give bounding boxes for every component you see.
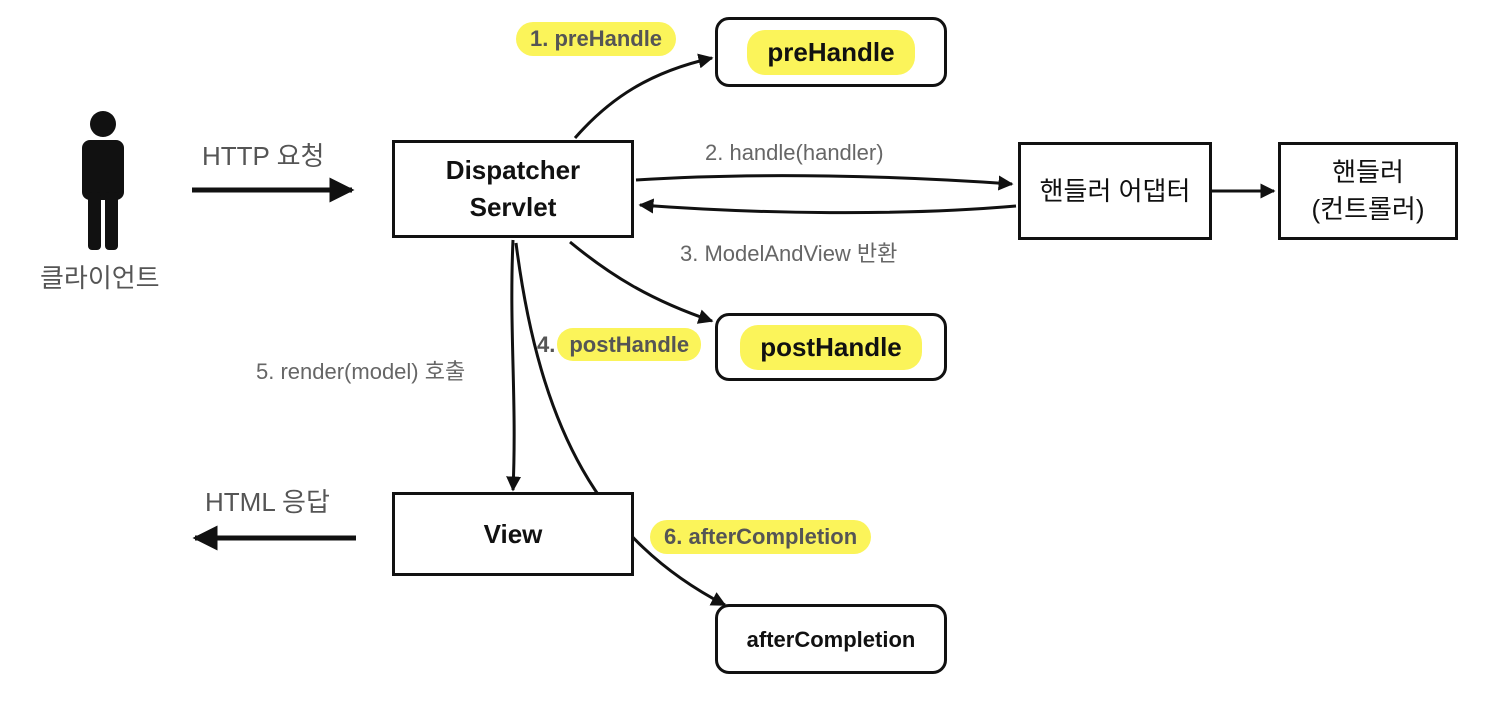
handler-adapter-label: 핸들러 어댑터: [1039, 175, 1191, 206]
handler-controller-box: 핸들러 (컨트롤러): [1278, 142, 1458, 240]
posthandle-arrow: [569, 240, 714, 324]
view-label: View: [483, 518, 543, 549]
dispatcher-servlet-box: Dispatcher Servlet: [392, 140, 634, 238]
handle-arrow: [635, 174, 1014, 191]
person-icon: [82, 111, 124, 250]
handler-line1: 핸들러: [1332, 157, 1404, 187]
step-render-label: 5. render(model) 호출: [256, 359, 466, 384]
posthandle-box: postHandle: [715, 313, 947, 381]
dispatcher-line1: Dispatcher: [445, 155, 581, 185]
aftercompletion-box-label: afterCompletion: [746, 626, 916, 652]
step-prehandle-label: 1. preHandle: [516, 22, 677, 56]
aftercompletion-box: afterCompletion: [715, 604, 947, 674]
step-handle-label: 2. handle(handler): [705, 140, 884, 165]
prehandle-arrow: [573, 53, 714, 139]
client-label: 클라이언트: [40, 263, 160, 293]
return-modelandview-arrow: [638, 198, 1017, 215]
prehandle-box-label: preHandle: [747, 29, 915, 75]
html-response-label: HTML 응답: [205, 487, 330, 517]
step-posthandle-label: 4.postHandle: [537, 328, 702, 361]
http-request-label: HTTP 요청: [202, 141, 325, 171]
aftercompletion-arrow: [514, 242, 727, 607]
step-posthandle-num: 4.: [537, 332, 556, 357]
step-return-mav-label: 3. ModelAndView 반환: [680, 241, 898, 266]
step-aftercompletion-label: 6. afterCompletion: [650, 520, 872, 554]
handler-line2: (컨트롤러): [1311, 194, 1425, 224]
step-posthandle-name: postHandle: [557, 328, 702, 361]
posthandle-box-label: postHandle: [740, 324, 922, 370]
render-arrow: [506, 239, 522, 492]
dispatcher-line2: Servlet: [469, 192, 557, 222]
prehandle-box: preHandle: [715, 17, 947, 87]
view-box: View: [392, 492, 634, 576]
handler-adapter-box: 핸들러 어댑터: [1018, 142, 1212, 240]
